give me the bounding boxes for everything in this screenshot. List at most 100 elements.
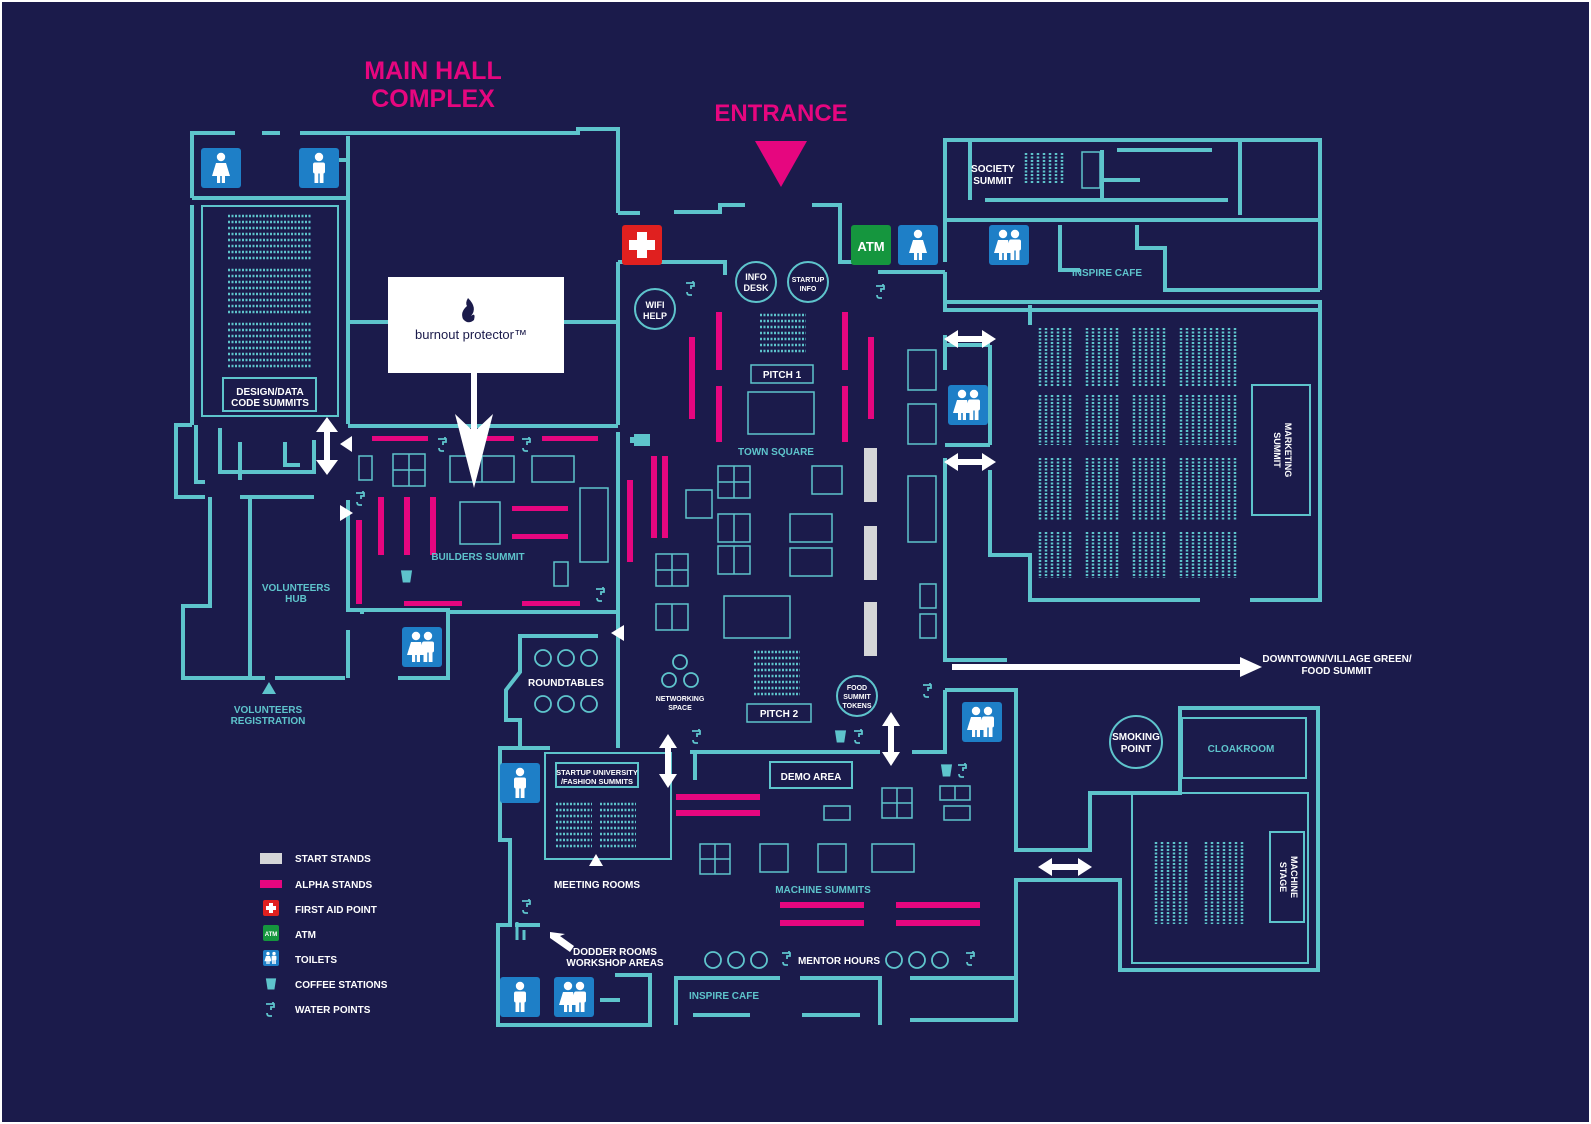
start-stands bbox=[864, 448, 877, 656]
female-toilet-icon bbox=[898, 225, 938, 265]
coffee-cup-icon bbox=[630, 434, 650, 446]
toilets-icon bbox=[962, 702, 1002, 742]
smoking-point-label-2: POINT bbox=[1121, 744, 1152, 755]
machine-stage-label-2: STAGE bbox=[1278, 862, 1288, 892]
atm-icon: ATM bbox=[263, 925, 279, 941]
coffee-stations bbox=[400, 434, 953, 777]
inspire-cafe-bottom-label: INSPIRE CAFE bbox=[689, 991, 759, 1002]
society-summit-label-2: SUMMIT bbox=[973, 176, 1012, 187]
pitch-1-label: PITCH 1 bbox=[763, 370, 802, 381]
toilets-icon bbox=[402, 627, 442, 667]
wifi-help-label: WIFI bbox=[646, 300, 665, 310]
legend-label: ATM bbox=[295, 930, 316, 941]
coffee-cup-icon bbox=[940, 764, 953, 777]
tables bbox=[358, 151, 1101, 875]
downtown-label: DOWNTOWN/VILLAGE GREEN/ bbox=[1262, 654, 1411, 665]
pitch-2-label: PITCH 2 bbox=[760, 709, 799, 720]
arrow-left-icon bbox=[611, 625, 624, 641]
startup-university-label-2: /FASHION SUMMITS bbox=[561, 777, 633, 786]
arrow-right-icon bbox=[340, 505, 353, 521]
machine-stage-label: MACHINE bbox=[1289, 856, 1299, 898]
cloakroom-label: CLOAKROOM bbox=[1208, 744, 1275, 755]
coffee-cup-icon bbox=[834, 730, 847, 743]
atm-legend-icon-text: ATM bbox=[265, 932, 278, 938]
volunteers-registration-label-2: REGISTRATION bbox=[231, 716, 306, 727]
roundtables-label: ROUNDTABLES bbox=[528, 678, 604, 689]
machine-summits-label: MACHINE SUMMITS bbox=[775, 885, 871, 896]
main-hall-heading: MAIN HALL bbox=[364, 57, 501, 85]
first-aid-icon bbox=[622, 225, 662, 265]
downtown-arrow-icon bbox=[952, 657, 1262, 677]
marketing-summit-label: MARKETING bbox=[1283, 423, 1293, 478]
sponsor-name: burnout protector™ bbox=[415, 327, 527, 342]
downtown-label-2: FOOD SUMMIT bbox=[1301, 666, 1372, 677]
dodder-label-2: WORKSHOP AREAS bbox=[566, 958, 664, 969]
meeting-arrow-icon bbox=[589, 854, 603, 866]
volunteers-hub-label-2: HUB bbox=[285, 594, 307, 605]
smoking-point-label: SMOKING bbox=[1112, 732, 1160, 743]
startup-info-label: STARTUP bbox=[792, 277, 825, 284]
sponsor-arrow-icon bbox=[455, 414, 493, 488]
legend-label: WATER POINTS bbox=[295, 1005, 371, 1016]
legend-label: START STANDS bbox=[295, 854, 371, 865]
design-data-label-2: CODE SUMMITS bbox=[231, 398, 309, 409]
dodder-label: DODDER ROOMS bbox=[573, 947, 657, 958]
arrow-left-icon bbox=[340, 436, 352, 452]
legend-label: COFFEE STATIONS bbox=[295, 980, 388, 991]
alpha-stands bbox=[356, 312, 980, 926]
inspire-cafe-top-label: INSPIRE CAFE bbox=[1072, 268, 1142, 279]
legend: ATM START STANDS ALPHA STANDS FIRST AID … bbox=[260, 853, 388, 1017]
double-arrow-icon bbox=[1038, 858, 1092, 876]
food-tokens-label: FOOD bbox=[847, 685, 867, 692]
male-toilet-icon bbox=[500, 763, 540, 803]
volunteers-arrow-icon bbox=[262, 682, 276, 694]
info-desk-label-2: DESK bbox=[743, 283, 769, 293]
sponsor-box: burnout protector™ bbox=[388, 277, 564, 488]
circle-labels bbox=[634, 261, 1163, 769]
info-desk-label: INFO bbox=[745, 272, 767, 282]
society-summit-label: SOCIETY bbox=[971, 164, 1015, 175]
entrance-heading: ENTRANCE bbox=[714, 100, 847, 127]
legend-label: FIRST AID POINT bbox=[295, 905, 377, 916]
networking-label: NETWORKING bbox=[656, 696, 705, 703]
toilets-icon bbox=[263, 950, 279, 966]
volunteers-hub-label: VOLUNTEERS bbox=[262, 583, 331, 594]
alpha-stand-swatch bbox=[260, 880, 282, 888]
volunteers-registration-label: VOLUNTEERS bbox=[234, 705, 303, 716]
coffee-cup-icon bbox=[265, 978, 277, 990]
legend-label: TOILETS bbox=[295, 955, 337, 966]
direction-arrows bbox=[262, 330, 1262, 952]
start-stand-swatch bbox=[260, 853, 282, 864]
female-toilet-icon bbox=[201, 148, 241, 188]
arrow-diag-icon bbox=[550, 932, 574, 952]
main-hall-heading-line2: COMPLEX bbox=[371, 85, 495, 113]
startup-info-label-2: INFO bbox=[800, 286, 817, 293]
seating-rows bbox=[228, 153, 1244, 940]
entrance-arrow-icon bbox=[755, 141, 807, 187]
double-arrow-icon bbox=[944, 453, 996, 471]
builders-summit-label: BUILDERS SUMMIT bbox=[431, 552, 524, 563]
double-arrow-icon bbox=[316, 417, 338, 475]
marketing-summit-label-2: SUMMIT bbox=[1272, 432, 1282, 468]
toilets-icon bbox=[948, 385, 988, 425]
demo-area-label: DEMO AREA bbox=[781, 772, 842, 783]
networking-label-2: SPACE bbox=[668, 705, 692, 712]
male-toilet-icon bbox=[500, 977, 540, 1017]
town-square-label: TOWN SQUARE bbox=[738, 447, 814, 458]
flame-logo-icon bbox=[462, 298, 475, 323]
atm-icon-label: ATM bbox=[857, 239, 884, 254]
coffee-cup-icon bbox=[400, 570, 413, 583]
double-arrow-icon bbox=[659, 734, 677, 788]
double-arrow-icon bbox=[882, 712, 900, 766]
toilets-icon bbox=[989, 225, 1029, 265]
mentor-hours-label: MENTOR HOURS bbox=[798, 956, 880, 967]
legend-label: ALPHA STANDS bbox=[295, 880, 373, 891]
toilets-icon bbox=[554, 977, 594, 1017]
startup-university-label: STARTUP UNIVERSITY bbox=[556, 768, 638, 777]
first-aid-icon bbox=[263, 900, 279, 916]
food-tokens-label-2: SUMMIT bbox=[843, 694, 871, 701]
round-tables bbox=[534, 649, 949, 969]
meeting-rooms-label: MEETING ROOMS bbox=[554, 880, 640, 891]
